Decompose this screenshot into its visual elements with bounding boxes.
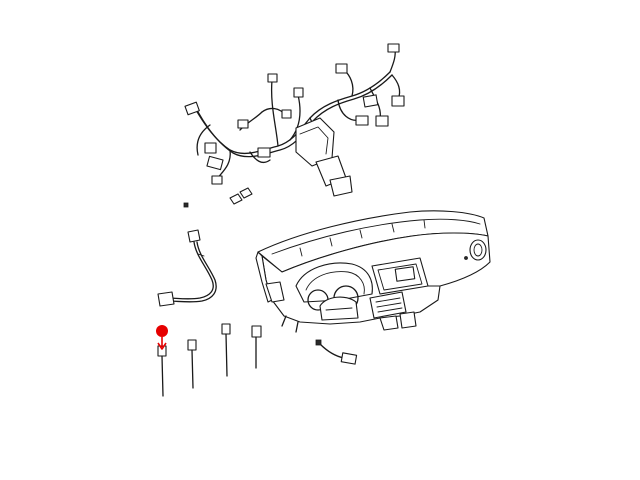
dash-wire-lead-icon xyxy=(315,339,358,365)
instrument-panel-icon xyxy=(255,210,491,333)
vertical-lead-2-icon xyxy=(187,339,197,389)
red-dot-icon xyxy=(156,325,168,337)
vertical-lead-1-icon xyxy=(157,345,167,397)
vertical-lead-4-icon xyxy=(251,325,262,369)
callout-marker xyxy=(156,325,168,350)
vertical-lead-3-icon xyxy=(221,323,231,377)
small-connectors-icon xyxy=(183,187,253,208)
sensor-wire-pigtail-icon xyxy=(157,229,217,307)
wiring-harness-icon xyxy=(184,43,405,197)
callout-arrowhead-icon xyxy=(157,342,167,350)
